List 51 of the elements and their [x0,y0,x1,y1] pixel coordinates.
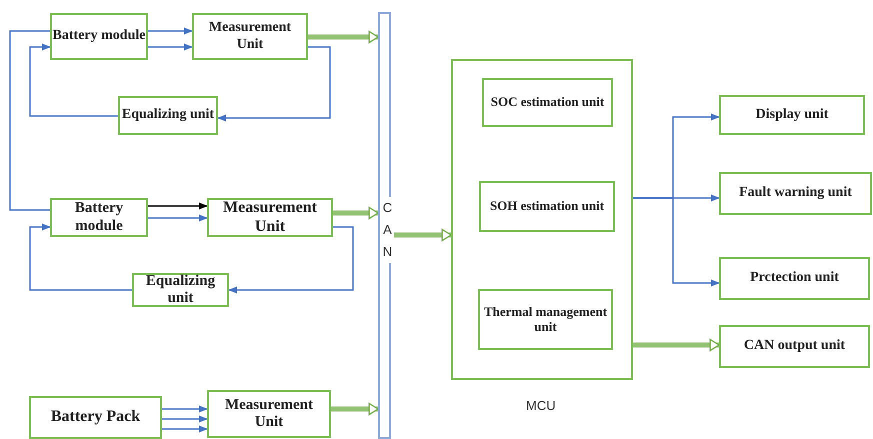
broad-arrow [331,402,379,416]
process-box [719,257,870,300]
process-box [118,96,218,135]
box-label: SOC estimation unit [490,95,604,110]
arrow [148,43,193,51]
box-label: Thermal management unit [482,304,608,334]
box-label: Equalizing unit [144,272,216,308]
process-box [479,181,615,232]
process-box [482,78,613,127]
connector-line [9,30,50,211]
box-label: Prctection unit [750,270,839,287]
box-label: CAN output unit [744,338,846,355]
process-box [478,289,613,350]
box-label: Display unit [756,106,828,124]
bus-label: CAN [380,197,394,263]
process-box [207,390,331,438]
arrow [148,202,208,210]
box-label: Equalizing unit [122,107,214,124]
arrow [228,226,354,294]
arrow [217,46,331,122]
process-box [50,13,148,60]
arrow [148,27,193,35]
box-label: Battery module [74,200,124,235]
process-box [50,198,148,237]
box-label: Fault warning unit [739,185,852,202]
process-box [719,95,865,135]
box-label: Measurement Unit [208,20,292,53]
arrow [162,415,208,423]
broad-arrow [333,206,379,220]
process-box [29,396,162,439]
arrow [162,405,208,413]
broad-arrow [308,30,379,44]
box-caption: MCU [526,398,556,413]
arrow [29,223,132,291]
arrow [148,214,208,222]
process-box [207,198,333,237]
broad-arrow [633,338,720,352]
box-label: Measurement Unit [222,199,318,236]
box-label: Measurement Unit [224,396,314,432]
box-label: Battery module [52,28,146,45]
arrow [162,425,208,433]
can-bus-bar [378,12,391,439]
arrow [633,197,720,287]
box-label: SOH estimation unit [490,199,604,214]
arrow [29,43,118,117]
process-box [192,13,308,60]
controller-box [451,59,633,380]
box-label: Battery Pack [50,408,140,427]
process-box [719,172,872,215]
process-box [719,325,870,368]
process-box [132,273,229,307]
